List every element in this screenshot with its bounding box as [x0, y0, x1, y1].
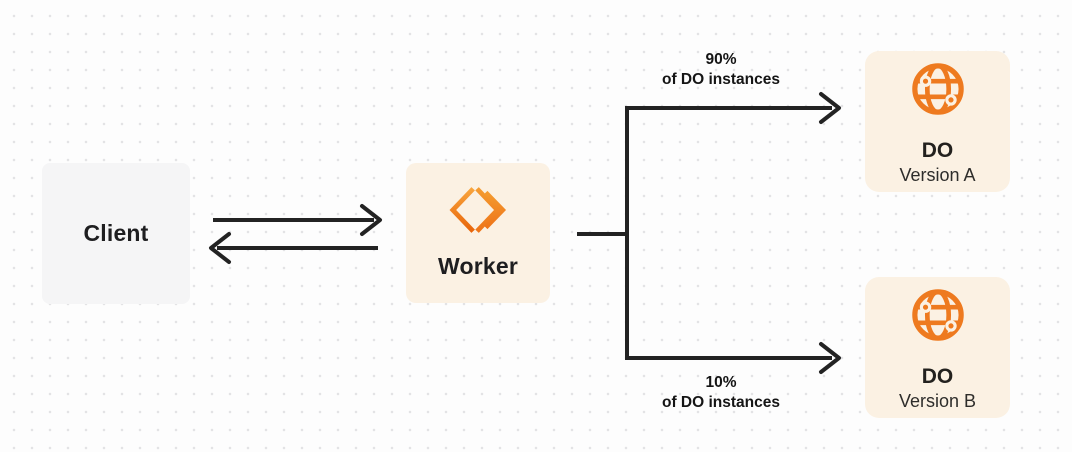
- client-label: Client: [83, 220, 149, 246]
- client-node: Client: [42, 163, 190, 304]
- durable-object-globe-icon: [911, 62, 965, 116]
- cloudflare-workers-logo-icon: [449, 183, 507, 237]
- durable-object-globe-icon: [911, 288, 965, 342]
- branch-top-caption: of DO instances: [662, 71, 780, 88]
- branch-bottom-label: 10% of DO instances: [611, 373, 831, 413]
- worker-to-client-arrow: [209, 232, 378, 264]
- branch-bottom-caption: of DO instances: [662, 394, 780, 411]
- branch-arrow-to-do-b: [625, 342, 841, 374]
- branch-bottom-percent: 10%: [705, 374, 737, 391]
- branch-arrow-to-do-a: [625, 92, 841, 124]
- branch-top-label: 90% of DO instances: [611, 50, 831, 90]
- do-a-title: DO: [921, 139, 954, 162]
- branch-top-percent: 90%: [705, 51, 737, 68]
- do-version-b-node: DO Version B: [865, 277, 1010, 418]
- do-a-subtitle: Version A: [899, 165, 976, 186]
- do-b-subtitle: Version B: [898, 391, 977, 412]
- do-b-title: DO: [921, 365, 954, 388]
- worker-fork-line: [577, 108, 629, 358]
- worker-label: Worker: [437, 253, 519, 279]
- client-to-worker-arrow: [213, 204, 382, 236]
- do-version-a-node: DO Version A: [865, 51, 1010, 192]
- worker-node: Worker: [406, 163, 550, 303]
